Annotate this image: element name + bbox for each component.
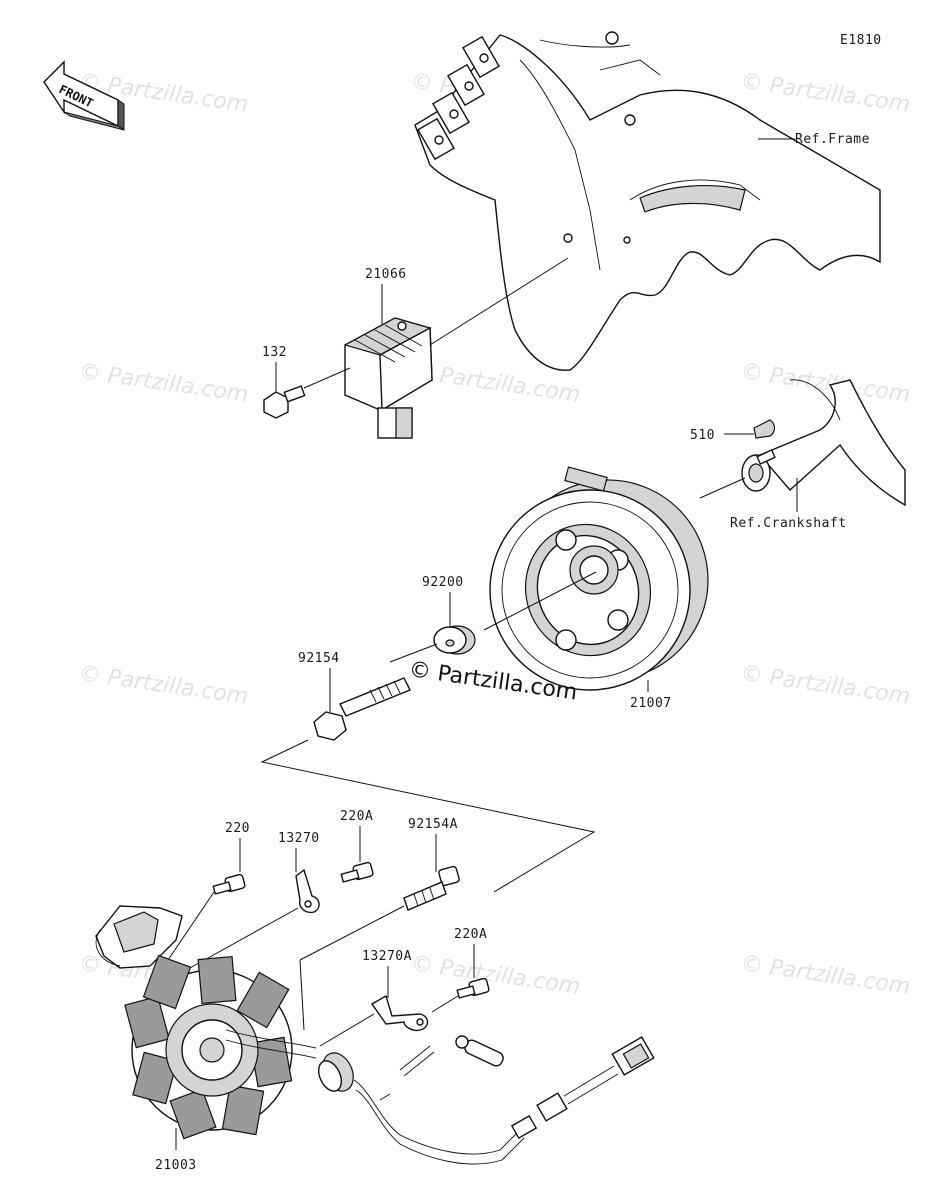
screw-220a-bottom xyxy=(456,977,490,999)
woodruff-key-510 xyxy=(753,419,776,439)
part-number-220: 220 xyxy=(225,821,250,836)
part-number-13270a: 13270A xyxy=(362,949,412,964)
front-arrow-icon: FRONT xyxy=(43,60,125,131)
part-number-21003: 21003 xyxy=(155,1158,197,1173)
part-number-92200: 92200 xyxy=(422,575,464,590)
clamp-13270a xyxy=(370,994,429,1032)
part-number-220a-top: 220A xyxy=(340,809,373,824)
part-number-220a-bottom: 220A xyxy=(454,927,487,942)
stator-assembly xyxy=(95,905,655,1165)
bolt-132 xyxy=(263,385,306,419)
watermark: © Partzilla.com xyxy=(739,661,912,710)
watermark: © Partzilla.com xyxy=(77,359,250,408)
watermark: © Partzilla.com xyxy=(739,951,912,1000)
frame-ref xyxy=(414,31,881,371)
washer-92200 xyxy=(433,625,476,655)
part-number-132: 132 xyxy=(262,345,287,360)
crankshaft-ref xyxy=(741,379,906,507)
part-number-21007: 21007 xyxy=(630,696,672,711)
ref-frame-label: Ref.Frame xyxy=(795,132,870,147)
ref-crankshaft-label: Ref.Crankshaft xyxy=(730,516,847,531)
watermark: © Partzilla.com xyxy=(739,69,912,118)
part-number-21066: 21066 xyxy=(365,267,407,282)
bolt-92154 xyxy=(313,677,411,741)
watermark: © Partzilla.com xyxy=(77,661,250,710)
watermark: © Partzilla.com xyxy=(739,359,912,408)
watermark: © Partzilla.com xyxy=(409,951,582,1000)
part-number-92154a: 92154A xyxy=(408,817,458,832)
diagram-code: E1810 xyxy=(840,33,882,48)
screw-220a-top xyxy=(340,861,374,883)
regulator-rectifier xyxy=(343,317,433,439)
part-number-92154: 92154 xyxy=(298,651,340,666)
flywheel-rotor xyxy=(489,466,709,691)
clamp-13270 xyxy=(295,868,320,914)
part-number-13270: 13270 xyxy=(278,831,320,846)
screw-220 xyxy=(212,873,246,895)
part-number-510: 510 xyxy=(690,428,715,443)
bolt-92154a xyxy=(403,865,460,911)
